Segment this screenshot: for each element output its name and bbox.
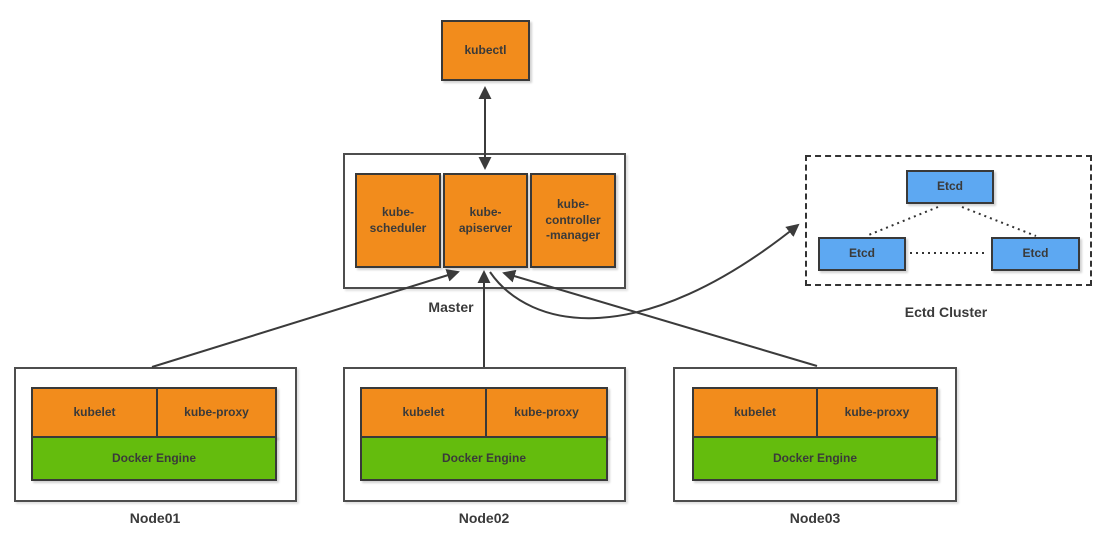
kube-scheduler-box: kube- scheduler bbox=[355, 173, 441, 268]
kube-controller-manager-line2: controller bbox=[545, 212, 601, 227]
etcd-cluster-caption: Ectd Cluster bbox=[904, 304, 988, 320]
kubectl-label: kubectl bbox=[464, 42, 507, 57]
kubectl-box: kubectl bbox=[441, 20, 530, 81]
node03-kubelet-box: kubelet bbox=[692, 387, 818, 438]
node03-kube-proxy-label: kube-proxy bbox=[844, 404, 910, 419]
node01-kube-proxy-box: kube-proxy bbox=[156, 387, 277, 438]
etcd-right-box: Etcd bbox=[991, 237, 1080, 271]
node03-docker-engine-label: Docker Engine bbox=[772, 450, 858, 465]
kube-controller-manager-box: kube- controller -manager bbox=[530, 173, 616, 268]
node02-kube-proxy-box: kube-proxy bbox=[485, 387, 608, 438]
node03-kubelet-label: kubelet bbox=[733, 404, 776, 419]
kube-scheduler-line1: kube- bbox=[381, 204, 414, 219]
node02-kube-proxy-label: kube-proxy bbox=[514, 404, 579, 419]
node01-kube-proxy-label: kube-proxy bbox=[184, 404, 249, 419]
node01-docker-engine-label: Docker Engine bbox=[111, 450, 197, 465]
node03-caption: Node03 bbox=[789, 510, 841, 526]
node02-kubelet-label: kubelet bbox=[402, 404, 445, 419]
kube-apiserver-line1: kube- bbox=[469, 204, 502, 219]
node02-docker-engine-box: Docker Engine bbox=[360, 436, 608, 481]
kube-scheduler-label: kube- scheduler bbox=[370, 205, 427, 236]
etcd-right-label: Etcd bbox=[1022, 246, 1049, 261]
node02-kubelet-box: kubelet bbox=[360, 387, 487, 438]
etcd-top-box: Etcd bbox=[906, 170, 994, 204]
kube-apiserver-label: kube- apiserver bbox=[459, 205, 512, 236]
kube-apiserver-box: kube- apiserver bbox=[443, 173, 528, 268]
kube-scheduler-line2: scheduler bbox=[369, 220, 427, 235]
etcd-left-label: Etcd bbox=[848, 246, 875, 261]
node02-docker-engine-label: Docker Engine bbox=[441, 450, 527, 465]
node01-caption: Node01 bbox=[129, 510, 181, 526]
etcd-top-label: Etcd bbox=[936, 179, 963, 194]
node03-kube-proxy-box: kube-proxy bbox=[816, 387, 938, 438]
kube-controller-manager-line3: -manager bbox=[545, 228, 601, 243]
etcd-left-box: Etcd bbox=[818, 237, 906, 271]
node01-kubelet-box: kubelet bbox=[31, 387, 158, 438]
node01-docker-engine-box: Docker Engine bbox=[31, 436, 277, 481]
kube-controller-manager-line1: kube- bbox=[556, 197, 589, 212]
kube-controller-manager-label: kube- controller -manager bbox=[545, 197, 600, 244]
node01-kubelet-label: kubelet bbox=[73, 404, 116, 419]
kube-apiserver-line2: apiserver bbox=[458, 220, 513, 235]
master-caption: Master bbox=[428, 299, 474, 315]
node02-caption: Node02 bbox=[458, 510, 510, 526]
node03-docker-engine-box: Docker Engine bbox=[692, 436, 938, 481]
